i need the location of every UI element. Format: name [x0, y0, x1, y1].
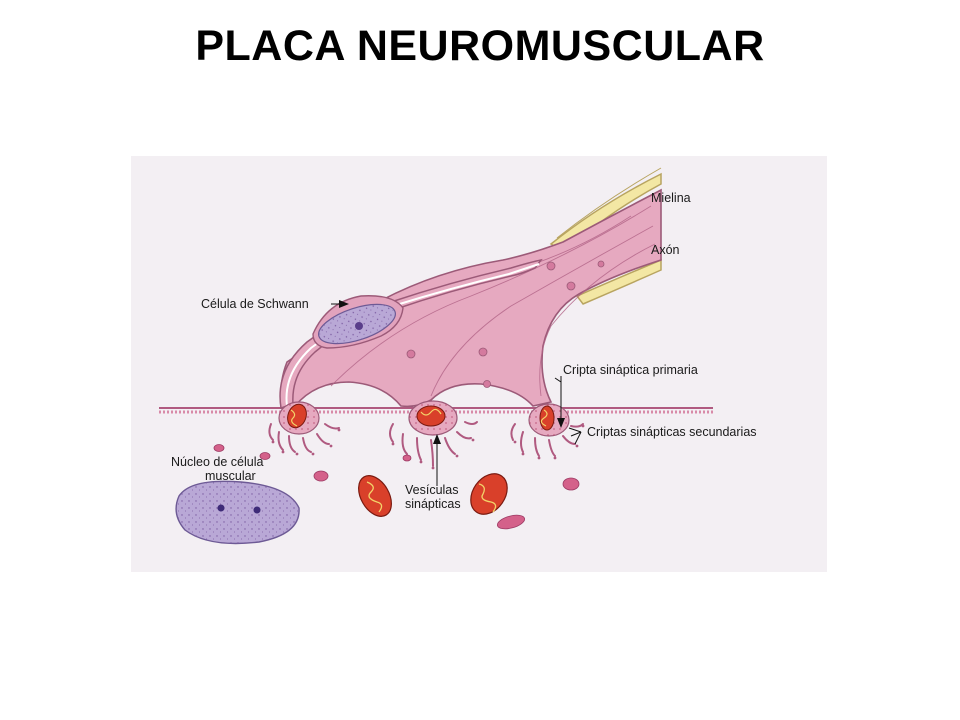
schwann-nucleolus — [355, 322, 363, 330]
label-vesiculas-1: Vesículas — [405, 483, 459, 497]
label-mielina: Mielina — [651, 191, 691, 205]
muscle-granules — [213, 444, 580, 530]
diagram-svg: Mielina Axón Célula de Schwann Cripta si… — [131, 156, 827, 572]
label-axon: Axón — [651, 243, 680, 257]
junctional-folds — [268, 421, 584, 467]
muscle-mitochondrion-left — [358, 475, 392, 517]
neuromuscular-diagram: Mielina Axón Célula de Schwann Cripta si… — [131, 156, 827, 572]
label-nucleo-2: muscular — [205, 469, 256, 483]
muscle-mitochondrion-right — [470, 473, 508, 515]
bouton-right — [528, 403, 570, 437]
page-title: PLACA NEUROMUSCULAR — [195, 22, 765, 70]
label-schwann: Célula de Schwann — [201, 297, 309, 311]
axon-vesicles — [406, 260, 605, 388]
muscle-nucleus — [175, 480, 300, 545]
bouton-center — [408, 400, 458, 436]
label-nucleo-1: Núcleo de célula — [171, 455, 263, 469]
label-cripta-primaria: Cripta sináptica primaria — [563, 363, 698, 377]
label-vesiculas-2: sinápticas — [405, 497, 461, 511]
axon-terminal — [279, 188, 662, 409]
label-criptas-secundarias: Criptas sinápticas secundarias — [587, 425, 757, 439]
arrowheads — [339, 300, 565, 444]
leader-lines — [331, 303, 582, 486]
bouton-left — [278, 401, 320, 435]
